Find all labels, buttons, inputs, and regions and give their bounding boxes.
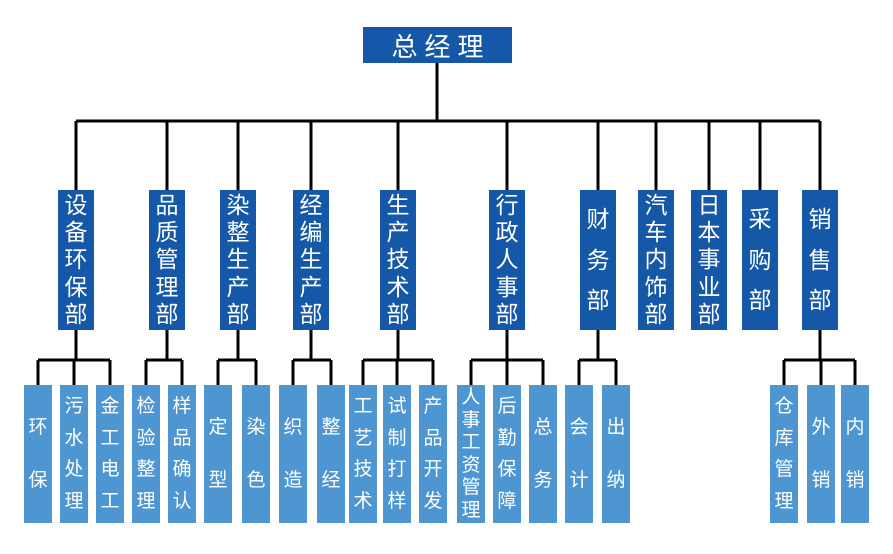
dept-node-11: 销售部: [802, 190, 838, 330]
sub-node-1-3: 金工电工: [96, 385, 124, 523]
dept-node-6: 行政人事部: [489, 190, 525, 330]
root-node-general-manager: 总经理: [363, 27, 512, 63]
dept-node-1: 设备环保部: [58, 190, 94, 330]
dept-node-7: 财务部: [580, 190, 616, 330]
sub-node-1-1: 环保: [24, 385, 52, 523]
sub-node-11-3: 内销: [841, 385, 869, 523]
dept-node-10: 采购部: [742, 190, 778, 330]
sub-node-11-1: 仓库管理: [770, 385, 798, 523]
sub-node-3-2: 染色: [242, 385, 270, 523]
sub-node-2-2: 样品确认: [168, 385, 196, 523]
dept-node-2: 品质管理部: [149, 190, 185, 330]
sub-node-6-3: 总务: [529, 385, 557, 523]
dept-node-3: 染整生产部: [220, 190, 256, 330]
sub-node-5-3: 产品开发: [419, 385, 447, 523]
dept-node-4: 经编生产部: [293, 190, 329, 330]
sub-node-11-2: 外销: [807, 385, 835, 523]
sub-node-4-1: 织造: [279, 385, 307, 523]
sub-node-6-2: 后勤保障: [493, 385, 521, 523]
sub-node-4-2: 整经: [317, 385, 345, 523]
sub-node-7-1: 会计: [565, 385, 593, 523]
dept-node-5: 生产技术部: [380, 190, 416, 330]
sub-node-1-2: 污水处理: [60, 385, 88, 523]
sub-node-5-2: 试制打样: [383, 385, 411, 523]
dept-node-8: 汽车内饰部: [638, 190, 674, 330]
sub-node-7-2: 出纳: [602, 385, 630, 523]
sub-node-2-1: 检验整理: [132, 385, 160, 523]
sub-node-6-1: 人事工资管理: [457, 385, 485, 523]
dept-node-9: 日本事业部: [691, 190, 727, 330]
sub-node-3-1: 定型: [204, 385, 232, 523]
sub-node-5-1: 工艺技术: [349, 385, 377, 523]
